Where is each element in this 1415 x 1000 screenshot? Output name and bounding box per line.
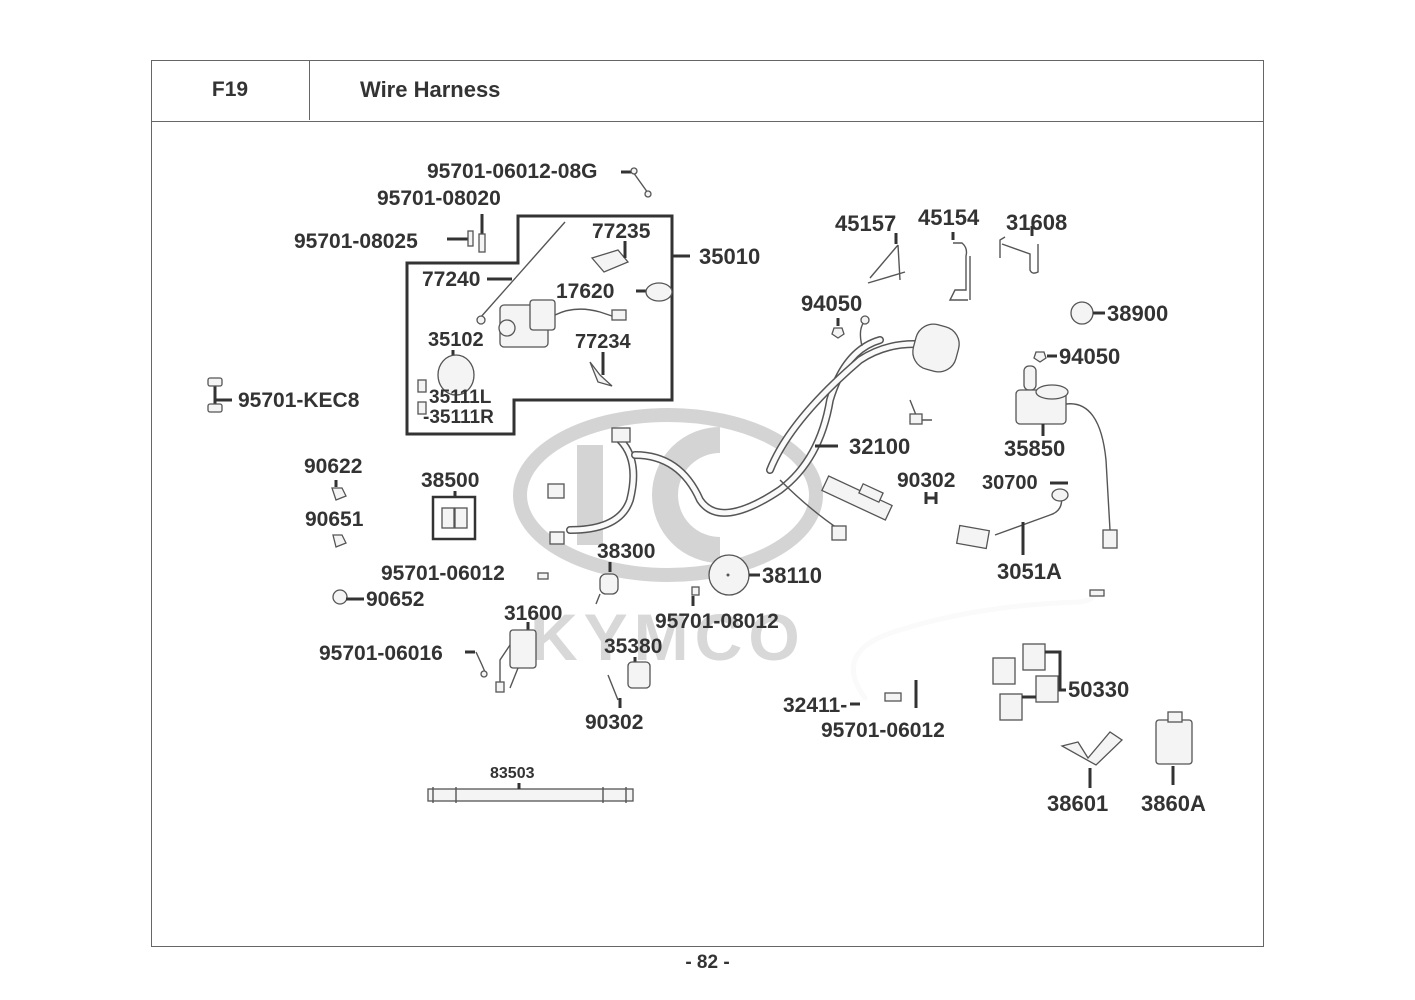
part-label: 95701-06012 [381, 562, 505, 585]
part-label: 35111L [429, 387, 492, 408]
rectifier-icon [627, 661, 651, 689]
plug-cap-icon [955, 488, 1069, 550]
stay-bracket-icon [867, 233, 906, 284]
part-label: 95701-08012 [655, 610, 779, 633]
bolt-icon [467, 230, 474, 247]
part-label: 95701-08025 [294, 230, 418, 253]
part-label: 17620 [556, 280, 614, 303]
part-label: 95701-08020 [377, 187, 501, 210]
part-label: 3860A [1141, 791, 1206, 816]
bolt-icon [621, 167, 652, 198]
part-label: 50330 [1068, 677, 1129, 702]
flasher-relay-icon [1155, 719, 1193, 765]
cap-icon [645, 282, 673, 302]
part-label: 38300 [597, 540, 655, 563]
part-label: 90651 [305, 508, 364, 531]
cover-icon [437, 354, 475, 396]
part-label: 90302 [897, 469, 955, 492]
relay-icon [441, 507, 455, 529]
part-label: 31608 [1006, 210, 1067, 235]
part-label: 38900 [1107, 301, 1168, 326]
header-row: F19 Wire Harness [151, 60, 1264, 122]
part-label: 38601 [1047, 791, 1108, 816]
part-label: 95701-06016 [319, 642, 443, 665]
part-label: 31600 [504, 602, 562, 625]
switch-icon [599, 573, 619, 595]
part-label: 95701-06012 [821, 719, 945, 742]
clamp-icon [332, 534, 347, 548]
part-label: 77240 [422, 268, 480, 291]
part-label: 3051A [997, 559, 1062, 584]
cable-icon [479, 221, 566, 319]
regulator-icon [509, 629, 537, 669]
part-label: 30700 [982, 472, 1038, 494]
page-number: - 82 - [685, 952, 730, 973]
terminal-icon [884, 692, 902, 702]
part-label: 90302 [585, 711, 643, 734]
clamp-icon [331, 487, 347, 501]
bracket-icon [1060, 731, 1124, 766]
bolt-icon [478, 233, 486, 253]
page-title: Wire Harness [360, 77, 501, 102]
part-label: 32411- [783, 694, 847, 717]
starter-relay-icon [1015, 365, 1118, 549]
wire-clip-icon [999, 226, 1039, 274]
nut-icon [831, 327, 845, 339]
bolt-icon [691, 586, 700, 596]
part-label: 35850 [1004, 436, 1065, 461]
part-label: 95701-06012-08G [427, 160, 597, 183]
grommet-icon [1070, 301, 1094, 325]
watermark-text: KYMCO [530, 600, 806, 674]
screw-icon [537, 572, 549, 580]
stay-bracket-icon [948, 232, 971, 301]
section-code: F19 [151, 60, 310, 120]
bracket-icon [590, 249, 630, 273]
pad-set-icon [992, 643, 1066, 721]
main-wire-harness [547, 315, 960, 545]
key-set-group-outline [405, 214, 674, 436]
part-label: 83503 [490, 765, 535, 782]
diagram-frame [151, 60, 1264, 947]
part-label: 38110 [762, 563, 822, 588]
part-label: 90652 [366, 588, 424, 611]
part-label: 35010 [699, 244, 760, 269]
part-label: 45154 [918, 205, 980, 230]
part-label: 32100 [849, 434, 910, 459]
lever-icon [589, 361, 613, 387]
part-label: 95701-KEC8 [238, 389, 360, 412]
nut-icon [1033, 351, 1047, 363]
part-label: 77235 [592, 220, 651, 243]
tube-icon [427, 787, 634, 803]
part-label: 38500 [421, 469, 479, 492]
part-label: 94050 [801, 291, 862, 316]
part-label: 35380 [604, 635, 662, 658]
part-label: 45157 [835, 211, 896, 236]
clamp-icon [332, 589, 348, 605]
bolt-pair-icon [207, 377, 232, 413]
ignition-switch-icon [498, 299, 627, 348]
part-label: 94050 [1059, 344, 1120, 369]
part-label: 90622 [304, 455, 362, 478]
part-label: 77234 [575, 331, 631, 353]
part-label: -35111R [423, 407, 494, 428]
part-label: 35102 [428, 329, 484, 351]
kymco-watermark-logo: KYMCO [513, 408, 823, 674]
